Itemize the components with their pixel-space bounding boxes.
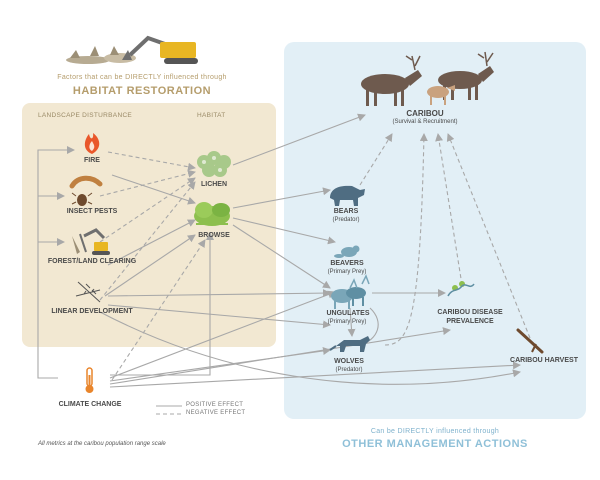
node-linear-development: LINEAR DEVELOPMENT — [51, 308, 133, 315]
legend — [156, 405, 182, 415]
rifle-icon — [516, 328, 544, 354]
thermometer-icon — [85, 367, 94, 393]
footnote: All metrics at the caribou population ra… — [38, 441, 166, 447]
fire-icon — [84, 133, 100, 154]
node-caribou-disease-line1: CARIBOU DISEASE — [437, 309, 503, 316]
header-left-title: HABITAT RESTORATION — [72, 85, 212, 97]
positive-arrows — [37, 113, 521, 388]
insect-pests-icon — [69, 175, 103, 206]
node-lichen: LICHEN — [200, 181, 228, 188]
management-actions-panel — [284, 42, 586, 419]
beaver-icon — [334, 245, 360, 258]
section-habitat: HABITAT — [197, 112, 226, 119]
header-right-title: OTHER MANAGEMENT ACTIONS — [342, 438, 528, 450]
header-left-subtitle: Factors that can be DIRECTLY influenced … — [57, 74, 227, 81]
node-ungulates: UNGULATES — [326, 310, 370, 317]
node-bears: BEARS — [333, 208, 359, 215]
ungulates-icon — [331, 274, 370, 309]
section-landscape-disturbance: LANDSCAPE DISTURBANCE — [38, 112, 133, 119]
lichen-icon — [197, 151, 231, 177]
bear-icon — [330, 185, 365, 206]
caribou-icon — [361, 51, 494, 106]
browse-icon — [194, 202, 230, 226]
node-caribou-disease-line2: PREVALENCE — [446, 318, 494, 325]
negative-arrows — [99, 133, 531, 381]
legend-negative-label: NEGATIVE EFFECT — [186, 410, 246, 416]
node-beavers: BEAVERS — [330, 260, 364, 267]
header-right-subtitle: Can be DIRECTLY influenced through — [370, 428, 500, 435]
disease-icon — [447, 281, 475, 297]
machinery-illustration — [66, 35, 198, 64]
node-fire: FIRE — [84, 157, 100, 164]
node-insect-pests: INSECT PESTS — [66, 208, 118, 215]
node-climate-change: CLIMATE CHANGE — [58, 401, 122, 408]
node-browse: BROWSE — [198, 232, 230, 239]
node-caribou-subtitle: (Survival & Recruitment) — [392, 119, 458, 125]
node-caribou: CARIBOU — [406, 109, 444, 118]
node-wolves: WOLVES — [334, 358, 364, 365]
node-beavers-subtitle: (Primary Prey) — [327, 269, 367, 275]
legend-positive-label: POSITIVE EFFECT — [186, 402, 244, 408]
node-wolves-subtitle: (Predator) — [335, 367, 363, 373]
node-ungulates-subtitle: (Primary Prey) — [327, 319, 367, 325]
linear-development-icon — [75, 281, 101, 303]
node-caribou-harvest: CARIBOU HARVEST — [510, 357, 578, 364]
forest-clearing-icon — [72, 228, 110, 255]
wolf-icon — [329, 336, 370, 352]
node-bears-subtitle: (Predator) — [332, 217, 360, 223]
node-forest-land-clearing: FOREST/LAND CLEARING — [47, 258, 137, 265]
